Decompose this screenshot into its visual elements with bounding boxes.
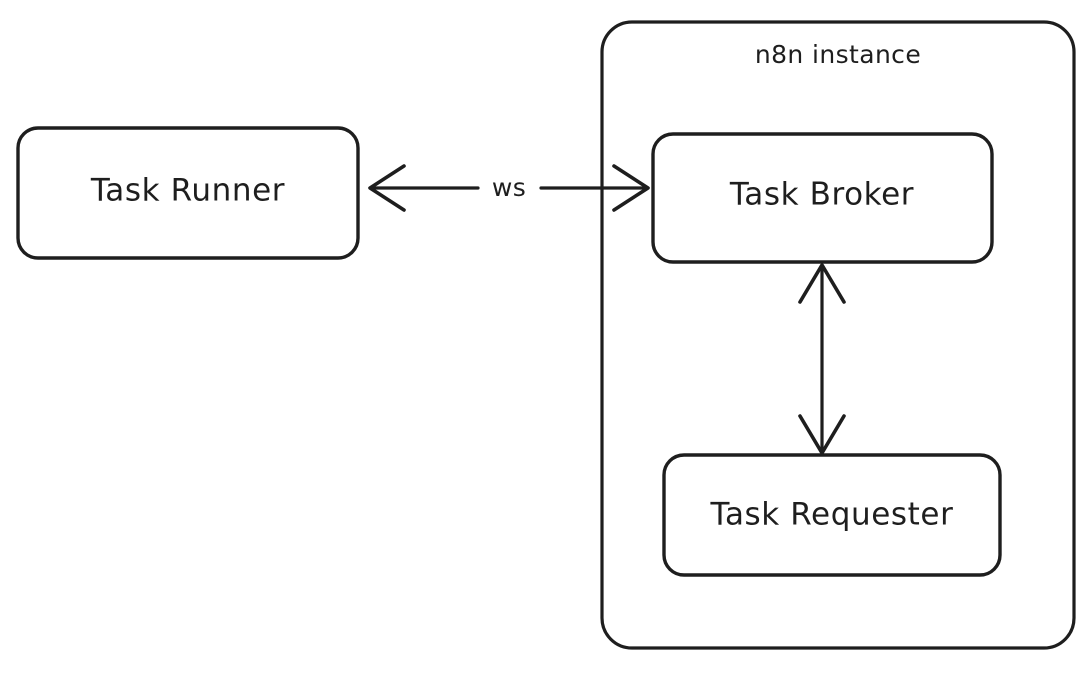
ws-label-backdrop: [482, 170, 536, 206]
task-broker-box: [651, 132, 994, 264]
edge-task-runner-task-broker[interactable]: ws: [368, 164, 650, 212]
task-runner-label: Task Runner: [90, 173, 285, 209]
node-task-broker[interactable]: Task Broker: [651, 132, 994, 264]
task-runner-box: [16, 126, 360, 260]
task-requester-box: [662, 453, 1002, 577]
edge-task-broker-task-requester[interactable]: [798, 263, 846, 455]
node-task-requester[interactable]: Task Requester: [662, 453, 1002, 577]
ws-arrowhead-right-icon: [612, 164, 650, 212]
task-requester-label: Task Requester: [710, 497, 954, 533]
ws-arrowhead-left-icon: [368, 164, 406, 212]
ws-edge-label: ws: [492, 173, 526, 202]
broker-requester-arrowhead-down-icon: [798, 414, 846, 455]
n8n-instance-container[interactable]: n8n instance: [600, 20, 1076, 650]
node-task-runner[interactable]: Task Runner: [16, 126, 360, 260]
n8n-instance-label: n8n instance: [755, 40, 921, 69]
task-broker-label: Task Broker: [729, 177, 914, 213]
n8n-instance-container-outline: [600, 20, 1076, 650]
broker-requester-arrowhead-up-icon: [798, 263, 846, 304]
